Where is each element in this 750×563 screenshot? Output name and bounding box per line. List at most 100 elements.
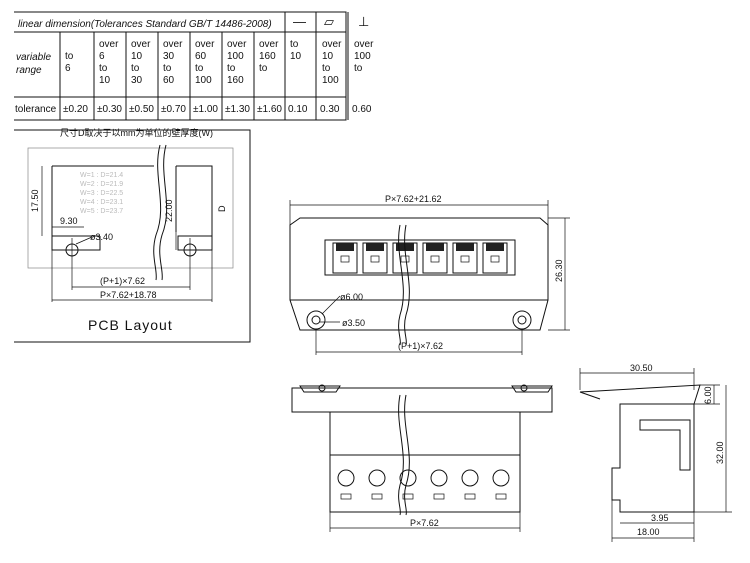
mount-hole-inner xyxy=(311,315,321,325)
screw-opening xyxy=(368,469,386,487)
tolerance-label: tolerance xyxy=(15,104,57,115)
range-cell: 10 xyxy=(131,51,143,62)
range-cell: 30 xyxy=(163,51,175,62)
range-cell: to xyxy=(322,63,331,74)
legend-item: W=1 : D=21.4 xyxy=(80,172,123,179)
legend-item: W=2 : D=21.9 xyxy=(80,181,123,188)
range-label-line2: range xyxy=(16,65,42,76)
range-cell: 160 xyxy=(259,51,276,62)
range-cell: to xyxy=(65,51,74,62)
dim-side-6: 6.00 xyxy=(703,386,713,404)
wire-entry xyxy=(340,493,352,500)
range-label-line1: variable xyxy=(16,52,51,63)
mount-hole-inner xyxy=(517,315,527,325)
dim-mount-pitch: (P+1)×7.62 xyxy=(398,341,443,351)
range-cell: over xyxy=(322,39,342,50)
dim-bottom-pitch: P×7.62 xyxy=(410,518,439,528)
tolerance-cell: ±0.70 xyxy=(161,104,186,115)
dim-total: P×7.62+18.78 xyxy=(100,290,157,300)
terminal-latch xyxy=(336,243,354,251)
screw-opening xyxy=(461,469,479,487)
dim-9-30: 9.30 xyxy=(60,216,78,226)
pcb-layout: 尺寸D取决于以mm为单位的壁厚度(W) W=1 : D=21.4 W=2 : D… xyxy=(14,127,251,343)
legend-item: W=4 : D=23.1 xyxy=(80,199,123,206)
terminal-slot xyxy=(460,255,470,263)
range-cell: to xyxy=(354,63,363,74)
terminal-latch xyxy=(426,243,444,251)
legend-item: W=5 : D=23.7 xyxy=(80,208,123,215)
screw-opening xyxy=(430,469,448,487)
dim-pitch: (P+1)×7.62 xyxy=(100,276,145,286)
bottom-terminal-row xyxy=(337,469,510,500)
tolerance-cell: 0.30 xyxy=(320,104,340,115)
terminal-latch xyxy=(486,243,504,251)
dim-hole-3-5: ø3.50 xyxy=(342,318,365,328)
dim-side-32: 32.00 xyxy=(715,441,725,464)
tolerance-cell: ±1.00 xyxy=(193,104,218,115)
screw-opening xyxy=(399,469,417,487)
range-cell: 30 xyxy=(131,75,143,86)
wire-entry xyxy=(433,493,445,500)
range-cell: over xyxy=(99,39,119,50)
terminal-slot xyxy=(400,255,410,263)
range-cell: 100 xyxy=(322,75,339,86)
perpendicularity-symbol: ⊥ xyxy=(358,14,369,29)
range-cell: to xyxy=(259,63,268,74)
range-cell: 160 xyxy=(227,75,244,86)
tolerance-table: linear dimension(Tolerances Standard GB/… xyxy=(14,11,374,121)
legend-item: W=3 : D=22.5 xyxy=(80,190,123,197)
dim-17-50: 17.50 xyxy=(30,189,40,212)
range-cell: over xyxy=(227,39,247,50)
wire-entry xyxy=(371,493,383,500)
side-view: 30.50 6.00 32.00 3.95 18.00 xyxy=(579,363,732,542)
dim-side-width: 30.50 xyxy=(630,363,653,373)
range-cell: 10 xyxy=(290,51,302,62)
mount-hole-outer xyxy=(306,310,326,330)
front-view: P×7.62+21.62 26.30 ø6.00 ø3.50 (P+1)×7.6… xyxy=(289,194,570,355)
range-cell: over xyxy=(131,39,151,50)
range-cells: to6over6to10over10to30over30to60over60to… xyxy=(65,39,374,86)
tolerance-cell: ±0.30 xyxy=(97,104,122,115)
terminal-latch xyxy=(366,243,384,251)
straightness-symbol: — xyxy=(293,14,306,29)
range-cell: to xyxy=(290,39,299,50)
range-cell: to xyxy=(99,63,108,74)
range-cell: 10 xyxy=(99,75,111,86)
range-cell: to xyxy=(131,63,140,74)
range-cell: 6 xyxy=(99,51,105,62)
wire-entry xyxy=(495,493,507,500)
table-title: linear dimension(Tolerances Standard GB/… xyxy=(18,19,272,30)
dim-hole-3-40: ø3.40 xyxy=(90,232,113,242)
dim-top-width: P×7.62+21.62 xyxy=(385,194,442,204)
range-cell: to xyxy=(163,63,172,74)
dim-side-18: 18.00 xyxy=(637,527,660,537)
range-cell: over xyxy=(195,39,215,50)
dim-d: D xyxy=(217,205,227,212)
terminal-slot xyxy=(430,255,440,263)
tolerance-cell: ±0.20 xyxy=(63,104,88,115)
range-cell: 60 xyxy=(163,75,175,86)
range-cell: over xyxy=(163,39,183,50)
tolerance-cell: 0.60 xyxy=(352,104,372,115)
dim-height: 26.30 xyxy=(554,259,564,282)
tolerance-cell: ±1.60 xyxy=(257,104,282,115)
range-cell: 10 xyxy=(322,51,334,62)
range-cell: 100 xyxy=(354,51,371,62)
tolerance-cell: ±1.30 xyxy=(225,104,250,115)
range-cell: 100 xyxy=(195,75,212,86)
screw-opening xyxy=(337,469,355,487)
wire-entry xyxy=(464,493,476,500)
dim-22-00: 22.00 xyxy=(164,199,174,222)
dim-side-3-95: 3.95 xyxy=(651,513,669,523)
tolerance-cell: 0.10 xyxy=(288,104,308,115)
range-cell: 100 xyxy=(227,51,244,62)
tolerance-cell: ±0.50 xyxy=(129,104,154,115)
range-cell: to xyxy=(227,63,236,74)
terminal-slot xyxy=(370,255,380,263)
bottom-view: P×7.62 xyxy=(291,384,553,532)
dim-hole-6: ø6.00 xyxy=(340,292,363,302)
range-cell: over xyxy=(259,39,279,50)
mount-hole-outer xyxy=(512,310,532,330)
pcb-legend: W=1 : D=21.4 W=2 : D=21.9 W=3 : D=22.5 W… xyxy=(80,172,123,215)
